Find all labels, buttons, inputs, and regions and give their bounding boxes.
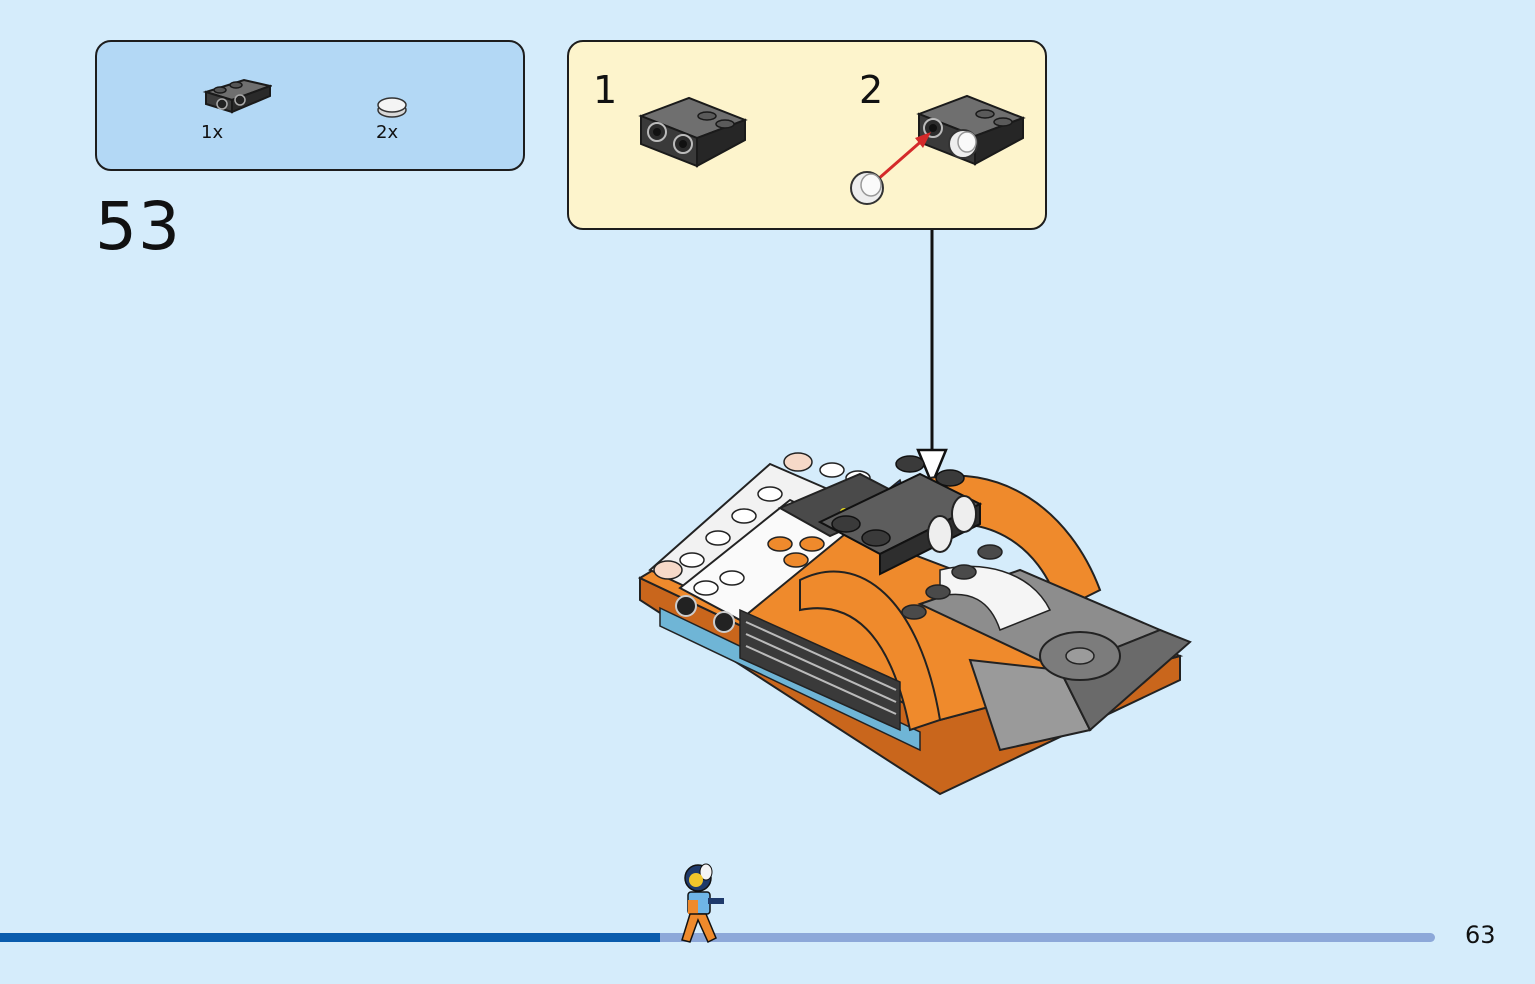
sub-step-number: 1 bbox=[593, 68, 618, 112]
step-number: 53 bbox=[95, 188, 181, 265]
sub-build-box: 1 2 bbox=[567, 40, 1047, 230]
dark-gray-bracket-plate-icon bbox=[202, 78, 272, 114]
part-quantity: 2x bbox=[376, 122, 399, 143]
parts-list-box: 1x 2x bbox=[95, 40, 525, 171]
sub-build-assembly-illustration bbox=[850, 94, 1026, 205]
page-number: 63 bbox=[1465, 921, 1496, 949]
placement-arrow bbox=[916, 230, 948, 488]
progress-bar bbox=[0, 933, 1435, 942]
minifigure-progress-marker-icon bbox=[681, 863, 724, 944]
car-model-illustration bbox=[637, 452, 1192, 796]
part-quantity: 1x bbox=[201, 122, 224, 143]
sub-step-number: 2 bbox=[859, 68, 884, 112]
dark-gray-bracket-plate-icon bbox=[638, 96, 748, 168]
trans-clear-round-tile-icon bbox=[377, 97, 407, 118]
progress-bar-fill bbox=[0, 933, 661, 942]
